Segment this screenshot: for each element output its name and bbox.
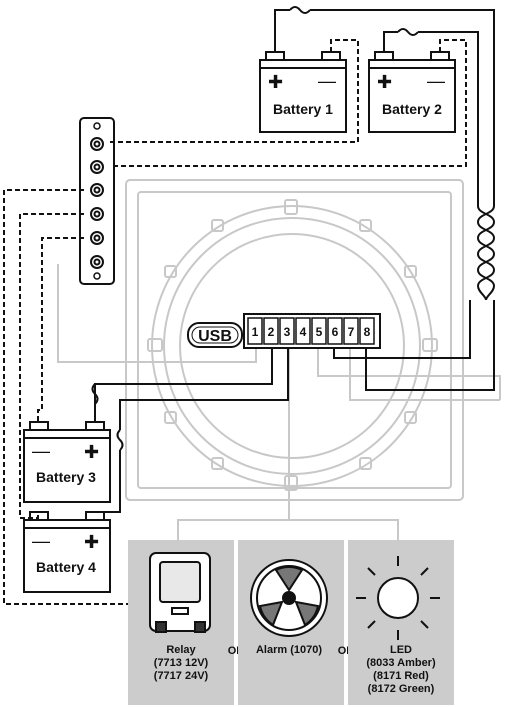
alarm-panel: Alarm (1070) [238, 540, 344, 705]
led-line-4: (8172 Green) [368, 683, 435, 695]
led-line-1: LED [390, 644, 412, 656]
monitor-frame [125, 179, 464, 501]
alarm-buzzer-icon [250, 559, 328, 637]
plus-icon: ✚ [377, 72, 392, 92]
usb-label: USB [198, 328, 232, 345]
terminal-number: 2 [268, 325, 275, 339]
plus-icon: ✚ [268, 72, 283, 92]
terminal-cell [279, 317, 295, 345]
terminal-number: 8 [364, 325, 371, 339]
terminal-number: 6 [332, 325, 339, 339]
terminal-cell [359, 317, 375, 345]
minus-icon: — [32, 441, 50, 461]
relay-line-2: (7713 12V) [154, 657, 209, 669]
alarm-line-1: Alarm (1070) [256, 644, 322, 656]
terminal-cell [295, 317, 311, 345]
bus-bar [79, 117, 115, 285]
grey-wires [57, 264, 501, 540]
battery-4: — ✚ Battery 4 [23, 511, 111, 593]
bezel-tabs [147, 199, 438, 491]
battery-label: Battery 3 [36, 469, 96, 485]
battery-2: ✚ — Battery 2 [368, 51, 456, 133]
terminal-number: 5 [316, 325, 323, 339]
plus-icon: ✚ [84, 532, 99, 552]
positive-wires [91, 6, 496, 513]
battery-3: — ✚ Battery 3 [23, 421, 111, 503]
relay-line-3: (7717 24V) [154, 670, 209, 682]
terminal-cell [263, 317, 279, 345]
terminal-cell [247, 317, 263, 345]
terminal-cell [343, 317, 359, 345]
led-line-3: (8171 Red) [373, 670, 429, 682]
minus-icon: — [32, 531, 50, 551]
terminal-cell [327, 317, 343, 345]
battery-label: Battery 2 [382, 101, 442, 117]
terminal-cell [311, 317, 327, 345]
battery-1: ✚ — Battery 1 [259, 51, 347, 133]
terminal-number: 4 [300, 325, 307, 339]
battery-label: Battery 4 [36, 559, 96, 575]
led-sun-icon [356, 556, 440, 640]
terminal-number: 3 [284, 325, 291, 339]
led-panel: LED (8033 Amber) (8171 Red) (8172 Green) [348, 540, 454, 705]
minus-icon: — [427, 71, 445, 91]
relay-device-icon [149, 552, 211, 633]
minus-icon: — [318, 71, 336, 91]
led-line-2: (8033 Amber) [366, 657, 436, 669]
battery-label: Battery 1 [273, 101, 333, 117]
relay-line-1: Relay [166, 644, 196, 656]
terminal-number: 7 [348, 325, 355, 339]
terminal-number: 1 [252, 325, 259, 339]
plus-icon: ✚ [84, 442, 99, 462]
relay-panel: Relay (7713 12V) (7717 24V) [128, 540, 234, 705]
negative-wires [3, 39, 467, 605]
